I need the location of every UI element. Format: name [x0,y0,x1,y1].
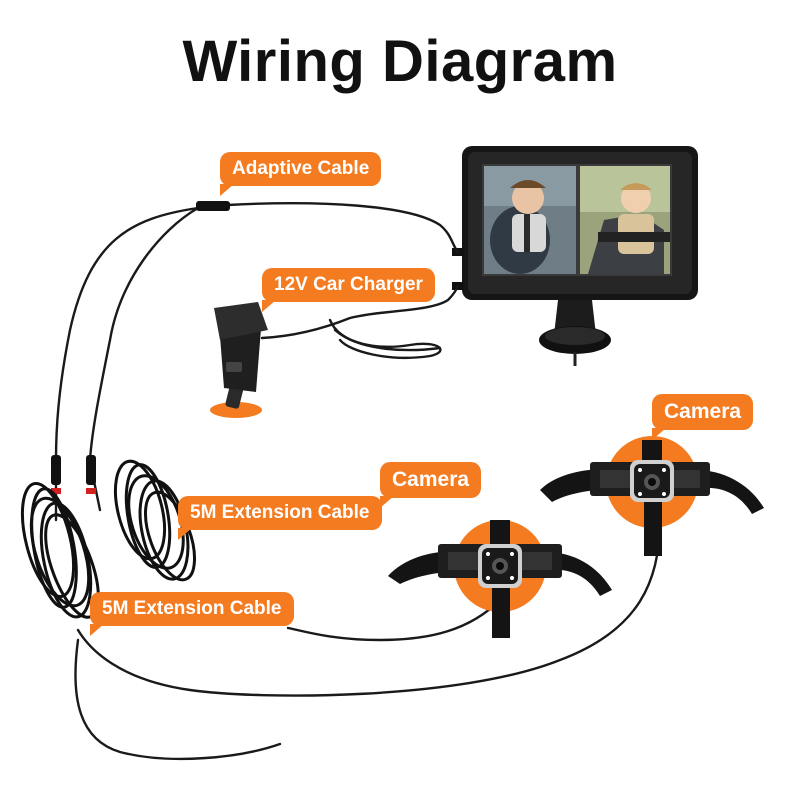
extension-cable-label-2: 5M Extension Cable [90,592,294,636]
extension-cable-coil-1 [20,481,100,619]
camera-label-2: Camera [380,462,482,508]
monitor [452,146,698,366]
cables [54,202,662,761]
adaptive-connector [196,201,230,211]
camera-2 [388,520,612,638]
extension-cable-label-1: 5M Extension Cable [178,496,382,540]
camera-1 [540,436,764,556]
car-charger-label: 12V Car Charger [262,268,435,312]
page-title: Wiring Diagram [182,29,618,94]
adaptive-cable-label: Adaptive Cable [220,152,382,196]
camera-label-1: Camera [652,394,754,440]
inline-connectors [51,455,96,494]
car-charger [210,302,268,418]
